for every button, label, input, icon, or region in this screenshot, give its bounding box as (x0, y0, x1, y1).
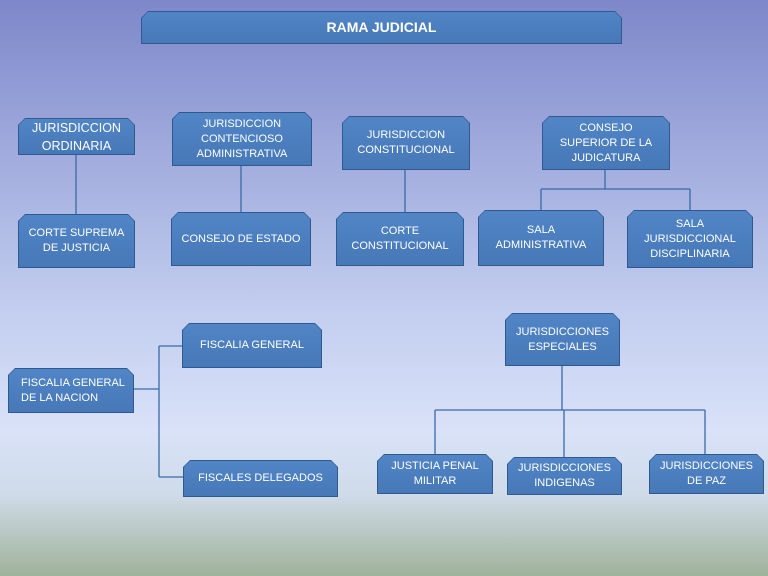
node-label: CONSEJO SUPERIOR DE LA JUDICATURA (543, 117, 669, 169)
node-fiscalia-general: FISCALIA GENERAL (182, 323, 322, 368)
node-sala-administrativa: SALA ADMINISTRATIVA (478, 210, 604, 266)
node-label: JURISDICCION CONSTITUCIONAL (343, 117, 469, 169)
node-corte-suprema: CORTE SUPREMA DE JUSTICIA (18, 214, 135, 268)
node-label: CONSEJO DE ESTADO (172, 213, 310, 265)
node-corte-constitucional: CORTE CONSTITUCIONAL (336, 212, 464, 266)
node-consejo-superior: CONSEJO SUPERIOR DE LA JUDICATURA (542, 116, 670, 170)
node-label: JURISDICCIONES DE PAZ (650, 455, 763, 493)
node-label: CORTE SUPREMA DE JUSTICIA (19, 215, 134, 267)
node-label: SALA JURISDICCIONAL DISCIPLINARIA (628, 211, 752, 267)
node-ordinaria: JURISDICCION ORDINARIA (18, 118, 135, 155)
node-penal-militar: JUSTICIA PENAL MILITAR (377, 454, 493, 494)
node-label: FISCALIA GENERAL (183, 324, 321, 367)
node-label: JURISDICCION ORDINARIA (19, 119, 134, 154)
node-label: JUSTICIA PENAL MILITAR (378, 455, 492, 493)
node-consejo-estado: CONSEJO DE ESTADO (171, 212, 311, 266)
node-fiscalia-nacion: FISCALIA GENERAL DE LA NACION (8, 368, 134, 413)
node-label: JURISDICCION CONTENCIOSO ADMINISTRATIVA (173, 113, 311, 165)
node-label: SALA ADMINISTRATIVA (479, 211, 603, 265)
node-label: CORTE CONSTITUCIONAL (337, 213, 463, 265)
node-label: JURISDICCIONES INDIGENAS (508, 458, 621, 494)
node-fiscales-delegados: FISCALES DELEGADOS (183, 460, 338, 497)
title: RAMA JUDICIAL (142, 12, 621, 43)
node-sala-disciplinaria: SALA JURISDICCIONAL DISCIPLINARIA (627, 210, 753, 268)
node-label: FISCALIA GENERAL DE LA NACION (9, 369, 133, 412)
node-especiales: JURISDICCIONES ESPECIALES (505, 313, 620, 366)
node-label: JURISDICCIONES ESPECIALES (506, 314, 619, 365)
node-paz: JURISDICCIONES DE PAZ (649, 454, 764, 494)
node-contencioso: JURISDICCION CONTENCIOSO ADMINISTRATIVA (172, 112, 312, 166)
node-constitucional: JURISDICCION CONSTITUCIONAL (342, 116, 470, 170)
node-indigenas: JURISDICCIONES INDIGENAS (507, 457, 622, 495)
node-label: FISCALES DELEGADOS (184, 461, 337, 496)
title-box: RAMA JUDICIAL (141, 11, 622, 44)
